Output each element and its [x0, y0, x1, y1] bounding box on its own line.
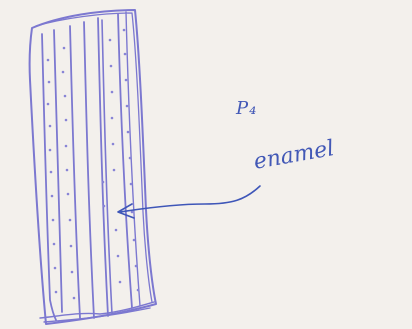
ridge-4 — [84, 22, 94, 318]
ridge-1 — [42, 34, 56, 320]
ridge-7 — [118, 14, 132, 308]
ridge-6 — [102, 20, 112, 314]
ridge-2 — [54, 30, 62, 312]
ridge-3 — [70, 26, 80, 318]
bottom-scribble — [40, 302, 154, 322]
pointer-line — [120, 186, 260, 212]
tooth-label: P₄ — [236, 98, 257, 119]
tooth-outline-shadow — [36, 13, 152, 302]
